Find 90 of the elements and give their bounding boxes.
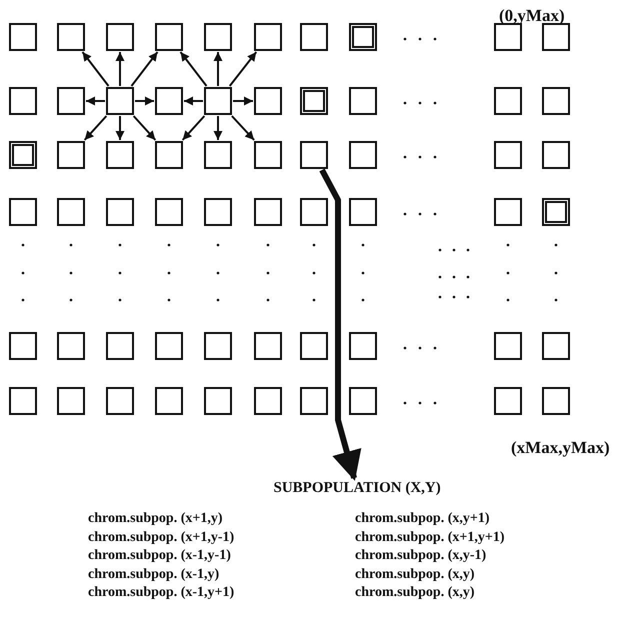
subpopulation-square bbox=[254, 141, 282, 169]
subpopulation-square bbox=[155, 387, 183, 415]
subpopulation-square bbox=[254, 332, 282, 360]
chromosome-entry: chrom.subpop. (x,y+1) bbox=[355, 511, 490, 527]
subpopulation-square bbox=[494, 23, 522, 51]
subpopulation-square bbox=[494, 332, 522, 360]
chromosome-entry: chrom.subpop. (x,y) bbox=[355, 585, 475, 601]
arrow bbox=[214, 52, 222, 86]
arrow bbox=[84, 115, 108, 141]
arrow bbox=[184, 96, 203, 106]
subpopulation-square bbox=[155, 198, 183, 226]
subpopulation-square bbox=[254, 87, 282, 115]
arrow bbox=[319, 168, 362, 481]
subpopulation-square bbox=[349, 23, 377, 51]
chromosome-entry: chrom.subpop. (x,y) bbox=[355, 566, 475, 582]
subpopulation-square bbox=[106, 387, 134, 415]
subpopulation-square bbox=[349, 198, 377, 226]
subpopulation-square bbox=[57, 387, 85, 415]
subpopulation-square bbox=[542, 198, 570, 226]
subpopulation-square bbox=[9, 141, 37, 169]
arrow bbox=[231, 115, 255, 141]
chromosome-entry: chrom.subpop. (x+1,y+1) bbox=[355, 530, 504, 546]
subpopulation-square bbox=[9, 387, 37, 415]
heading-text: SUBPOPULATION (X,Y) bbox=[274, 480, 441, 497]
subpopulation-square bbox=[204, 387, 232, 415]
arrow bbox=[86, 96, 105, 106]
subpopulation-square bbox=[57, 23, 85, 51]
arrow bbox=[82, 51, 110, 87]
subpopulation-square bbox=[155, 332, 183, 360]
subpopulation-square bbox=[300, 387, 328, 415]
arrow bbox=[233, 96, 253, 106]
arrow bbox=[228, 51, 258, 87]
coordinate-label: (0,yMax) bbox=[499, 6, 565, 26]
subpopulation-square bbox=[494, 387, 522, 415]
subpopulation-square bbox=[57, 198, 85, 226]
subpopulation-square bbox=[300, 141, 328, 169]
subpopulation-square bbox=[106, 87, 134, 115]
subpopulation-square bbox=[349, 332, 377, 360]
subpopulation-square bbox=[155, 87, 183, 115]
subpopulation-square bbox=[254, 387, 282, 415]
arrow bbox=[135, 96, 154, 106]
arrow bbox=[116, 116, 124, 140]
arrow bbox=[180, 51, 208, 87]
subpopulation-square bbox=[9, 332, 37, 360]
chromosome-entry: chrom.subpop. (x-1,y+1) bbox=[88, 585, 234, 601]
arrow bbox=[130, 51, 158, 87]
subpopulation-square bbox=[300, 23, 328, 51]
subpopulation-square bbox=[204, 87, 232, 115]
subpopulation-square bbox=[155, 23, 183, 51]
subpopulation-square bbox=[204, 23, 232, 51]
subpopulation-square bbox=[57, 332, 85, 360]
subpopulation-square bbox=[349, 387, 377, 415]
subpopulation-square bbox=[542, 387, 570, 415]
arrow bbox=[214, 116, 222, 140]
subpopulation-square bbox=[57, 87, 85, 115]
subpopulation-square bbox=[9, 87, 37, 115]
subpopulation-square bbox=[106, 198, 134, 226]
subpopulation-square bbox=[542, 141, 570, 169]
chromosome-entry: chrom.subpop. (x+1,y) bbox=[88, 511, 223, 527]
chromosome-entry: chrom.subpop. (x-1,y) bbox=[88, 566, 220, 582]
arrow bbox=[182, 115, 206, 141]
arrow bbox=[116, 52, 124, 86]
subpopulation-square bbox=[494, 141, 522, 169]
subpopulation-square bbox=[204, 332, 232, 360]
subpopulation-square bbox=[542, 332, 570, 360]
subpopulation-square bbox=[204, 198, 232, 226]
chromosome-entry: chrom.subpop. (x+1,y-1) bbox=[88, 530, 234, 546]
subpopulation-square bbox=[542, 87, 570, 115]
subpopulation-square bbox=[494, 198, 522, 226]
subpopulation-square bbox=[106, 141, 134, 169]
subpopulation-square bbox=[349, 87, 377, 115]
chromosome-entry: chrom.subpop. (x,y-1) bbox=[355, 548, 486, 564]
subpopulation-square bbox=[300, 332, 328, 360]
subpopulation-square bbox=[106, 332, 134, 360]
subpopulation-square bbox=[57, 141, 85, 169]
coordinate-label: (xMax,yMax) bbox=[511, 438, 610, 458]
subpopulation-square bbox=[542, 23, 570, 51]
subpopulation-square bbox=[254, 198, 282, 226]
arrow bbox=[132, 115, 156, 141]
subpopulation-square bbox=[155, 141, 183, 169]
subpopulation-square bbox=[300, 198, 328, 226]
chromosome-entry: chrom.subpop. (x-1,y-1) bbox=[88, 548, 231, 564]
subpopulation-square bbox=[300, 87, 328, 115]
subpopulation-square bbox=[204, 141, 232, 169]
subpopulation-square bbox=[254, 23, 282, 51]
subpopulation-square bbox=[9, 23, 37, 51]
subpopulation-square bbox=[494, 87, 522, 115]
subpopulation-square bbox=[9, 198, 37, 226]
subpopulation-square bbox=[349, 141, 377, 169]
subpopulation-square bbox=[106, 23, 134, 51]
